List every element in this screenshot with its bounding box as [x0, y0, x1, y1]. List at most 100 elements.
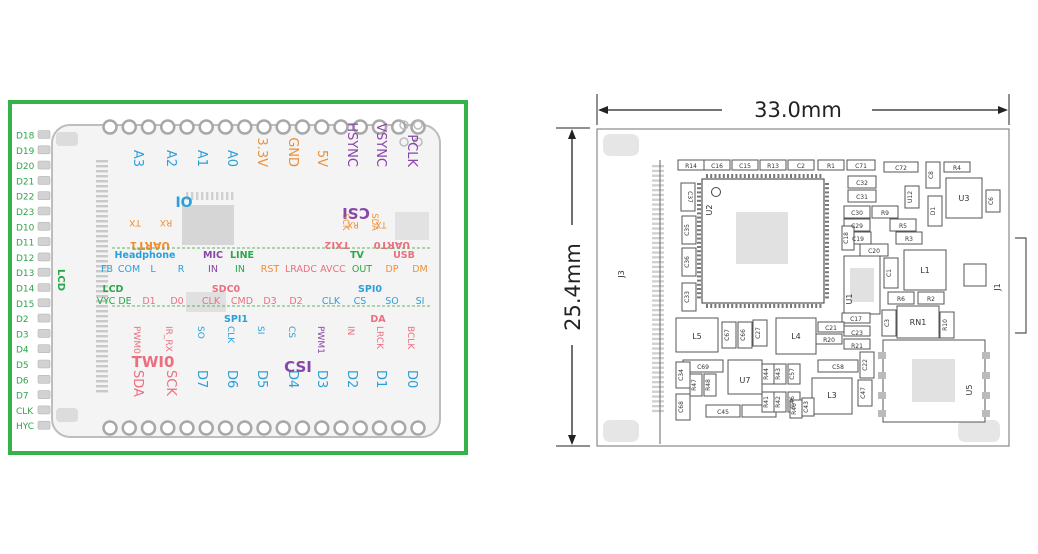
- soc-pin: [739, 304, 742, 308]
- da-label: DA: [370, 314, 386, 325]
- edge-finger: [652, 385, 664, 389]
- edge-finger: [96, 240, 108, 243]
- u5-pad: [982, 372, 990, 379]
- u5-pad: [878, 372, 886, 379]
- line-label: LINE: [230, 250, 254, 261]
- component-outline: [871, 205, 899, 219]
- edge-finger: [96, 335, 108, 338]
- soc-pin: [697, 187, 701, 190]
- left-pin-label: D18: [16, 132, 35, 142]
- bottom-function-label: D3: [314, 370, 329, 388]
- component-label: C3: [884, 319, 891, 327]
- edge-finger: [96, 275, 108, 278]
- component-outline: [883, 257, 899, 289]
- lcd-row-label: D1: [142, 296, 155, 307]
- soc-pin: [825, 292, 829, 295]
- soc-pin: [825, 271, 829, 274]
- edge-finger: [96, 310, 108, 313]
- soc-pin: [697, 199, 701, 202]
- component-label: C19: [852, 236, 864, 243]
- component-outline: [846, 159, 876, 171]
- pin-hole-bottom: [198, 420, 214, 436]
- edge-finger: [96, 330, 108, 333]
- edge-finger: [652, 294, 664, 297]
- component-label: C23: [851, 330, 863, 337]
- io-group-label: IO: [175, 195, 192, 211]
- component-label: C67: [724, 329, 731, 341]
- left-pin-label: D14: [16, 285, 35, 295]
- soc-pin: [781, 174, 784, 178]
- arrow-head: [568, 129, 576, 139]
- edge-finger: [96, 365, 108, 368]
- soc-pin: [727, 174, 729, 178]
- component-label: C46: [789, 396, 796, 408]
- top-function-label: PCLK: [404, 134, 419, 167]
- edge-finger: [96, 320, 108, 323]
- component-label: C35: [684, 224, 691, 236]
- component-outline: [773, 391, 787, 413]
- soc-pin: [825, 204, 829, 206]
- vertical-lower-label: PWM0: [131, 326, 141, 354]
- component-outline: [904, 185, 920, 209]
- component-outline: [721, 321, 737, 349]
- edge-finger: [96, 375, 108, 378]
- chip-pin: [201, 192, 204, 200]
- soc-pin: [790, 304, 792, 308]
- component-label: C22: [862, 359, 869, 371]
- component-outline: [775, 317, 817, 355]
- left-pin-pad: [37, 359, 51, 369]
- headphone-row-label: IN: [235, 264, 245, 275]
- component-label: C57: [789, 368, 796, 380]
- pin-hole-bottom: [121, 420, 137, 436]
- component-outline: [817, 159, 845, 171]
- left-pin-pad: [37, 237, 51, 246]
- left-pin-pad: [37, 405, 51, 415]
- soc-pin: [718, 174, 721, 178]
- left-pin-label: D6: [16, 376, 29, 386]
- pin-hole-top: [179, 119, 195, 135]
- headphone-row-label: FB: [101, 264, 113, 275]
- top-function-label: A0: [224, 150, 239, 167]
- left-pin-pad: [37, 206, 51, 216]
- component-label: R20: [823, 337, 835, 344]
- soc-pin: [790, 174, 792, 178]
- soc-pin: [697, 246, 701, 248]
- edge-finger: [652, 289, 664, 293]
- height-label: 25.4mm: [561, 243, 585, 331]
- twi0-label: TWI0: [132, 353, 175, 371]
- soc-pin: [739, 174, 742, 178]
- headphone-row-label: DP: [385, 264, 398, 275]
- lcd-side-label: LCD: [55, 269, 66, 291]
- edge-finger: [652, 270, 664, 273]
- soc-pin: [735, 304, 738, 308]
- headphone-row-label: OUT: [352, 264, 372, 275]
- bottom-function-label: D4: [285, 370, 300, 388]
- left-pin-pad: [37, 298, 51, 308]
- edge-finger: [652, 352, 664, 355]
- soc-pin: [825, 288, 829, 290]
- component-label: C45: [717, 409, 729, 416]
- edge-finger: [96, 325, 108, 328]
- soc-pin: [697, 267, 701, 269]
- headphone-row-label: R: [178, 264, 185, 275]
- lcd-row-label: D0: [170, 296, 183, 307]
- top-function-label: HSYNC: [344, 122, 359, 167]
- edge-finger: [652, 256, 664, 259]
- soc-pin: [697, 183, 701, 185]
- soc-pin: [825, 187, 829, 190]
- component-label: C27: [755, 327, 762, 339]
- edge-finger: [652, 217, 664, 221]
- soc-pin: [777, 304, 780, 308]
- soc-pin: [697, 262, 701, 265]
- component-label: C18: [843, 232, 850, 244]
- soc-pin: [748, 174, 750, 178]
- edge-finger: [652, 357, 664, 360]
- left-pin-pad: [37, 329, 51, 338]
- left-pin-pad: [37, 176, 51, 185]
- vertical-lower-label: CLK: [225, 326, 235, 344]
- component-outline: [843, 205, 871, 219]
- soc-pin: [706, 304, 708, 308]
- chip-pin: [211, 192, 214, 200]
- edge-finger: [652, 189, 664, 192]
- edge-finger: [96, 235, 108, 238]
